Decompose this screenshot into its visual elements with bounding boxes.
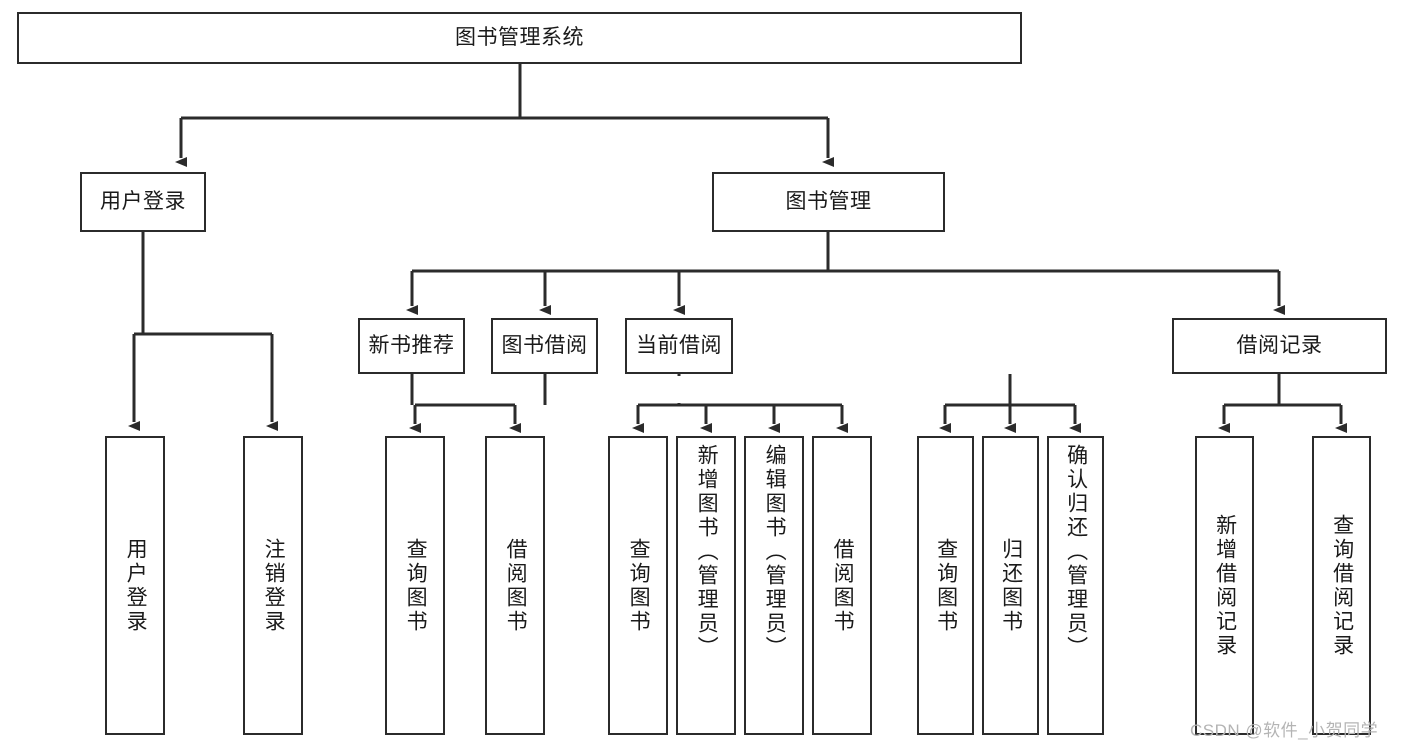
node-new-book-recommend[interactable]: 新书推荐 [358, 318, 465, 374]
leaf-add-borrow-record-label: 新增借阅记录 [1213, 513, 1237, 658]
leaf-edit-book-label: 编辑图书（管理员） [763, 444, 787, 660]
leaf-borrow-book-1-label: 借阅图书 [504, 537, 528, 634]
node-book-borrow-label: 图书借阅 [501, 333, 588, 357]
leaf-borrow-book-2-label: 借阅图书 [831, 537, 855, 634]
leaf-query-book-2-label: 查询图书 [627, 537, 651, 634]
leaf-query-book-3-label: 查询图书 [934, 537, 958, 634]
leaf-confirm-return[interactable]: 确认归还（管理员） [1047, 436, 1104, 735]
node-new-book-recommend-label: 新书推荐 [368, 333, 455, 357]
node-user-login[interactable]: 用户登录 [80, 172, 206, 232]
node-borrow-record-label: 借阅记录 [1236, 333, 1323, 357]
node-root[interactable]: 图书管理系统 [17, 12, 1022, 64]
leaf-add-borrow-record[interactable]: 新增借阅记录 [1195, 436, 1254, 735]
leaf-logout-label: 注销登录 [262, 537, 286, 634]
node-root-label: 图书管理系统 [455, 25, 584, 49]
leaf-user-login[interactable]: 用户登录 [105, 436, 165, 735]
leaf-confirm-return-label: 确认归还（管理员） [1064, 444, 1088, 660]
leaf-logout[interactable]: 注销登录 [243, 436, 303, 735]
leaf-query-book-1[interactable]: 查询图书 [385, 436, 445, 735]
node-current-borrow[interactable]: 当前借阅 [625, 318, 733, 374]
leaf-query-borrow-record-label: 查询借阅记录 [1330, 513, 1354, 658]
node-current-borrow-label: 当前借阅 [636, 333, 722, 357]
node-book-manage[interactable]: 图书管理 [712, 172, 945, 232]
leaf-add-book[interactable]: 新增图书（管理员） [676, 436, 736, 735]
leaf-edit-book[interactable]: 编辑图书（管理员） [744, 436, 804, 735]
leaf-return-book-label: 归还图书 [999, 537, 1023, 634]
leaf-add-book-label: 新增图书（管理员） [695, 444, 719, 660]
node-user-login-label: 用户登录 [100, 189, 186, 213]
leaf-query-book-3[interactable]: 查询图书 [917, 436, 974, 735]
leaf-borrow-book-2[interactable]: 借阅图书 [812, 436, 872, 735]
leaf-query-book-2[interactable]: 查询图书 [608, 436, 668, 735]
leaf-query-borrow-record[interactable]: 查询借阅记录 [1312, 436, 1371, 735]
leaf-return-book[interactable]: 归还图书 [982, 436, 1039, 735]
node-book-manage-label: 图书管理 [785, 189, 872, 213]
node-book-borrow[interactable]: 图书借阅 [491, 318, 598, 374]
leaf-borrow-book-1[interactable]: 借阅图书 [485, 436, 545, 735]
leaf-user-login-label: 用户登录 [124, 537, 148, 634]
leaf-query-book-1-label: 查询图书 [404, 537, 428, 634]
node-borrow-record[interactable]: 借阅记录 [1172, 318, 1387, 374]
